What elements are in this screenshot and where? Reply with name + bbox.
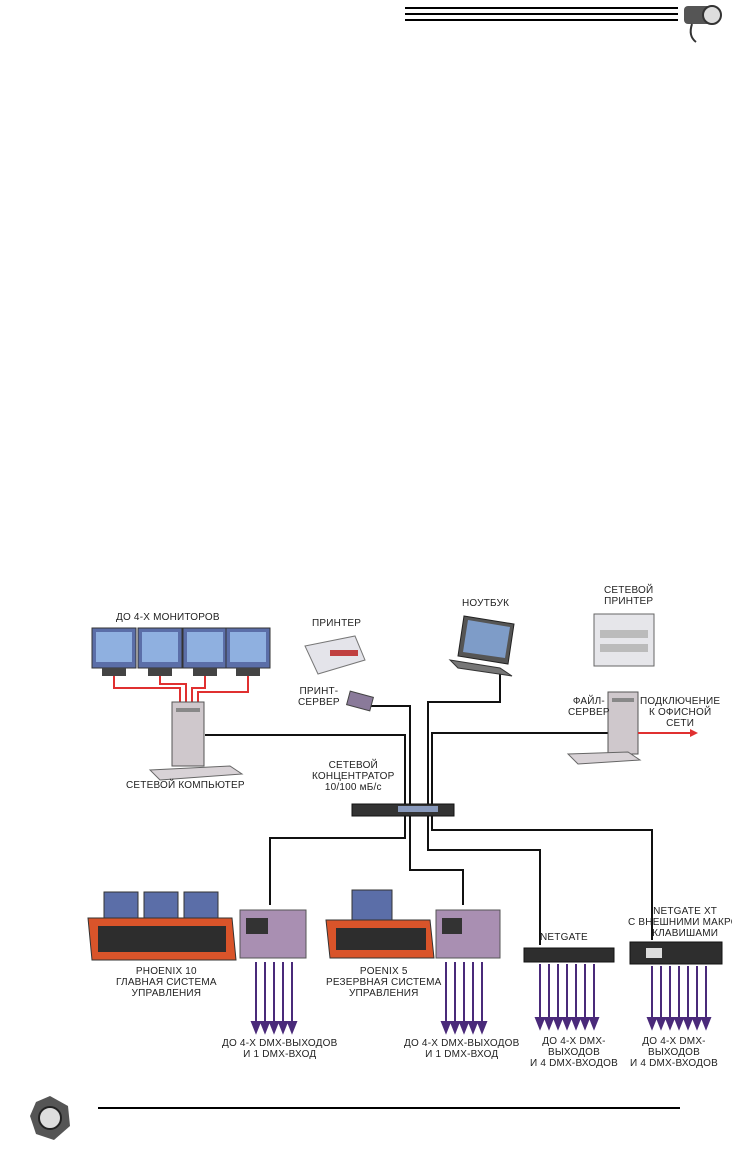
netgate-device (523, 947, 615, 963)
dmx-out-label-3: ДО 4-Х DMX- ВЫХОДОВ И 4 DMX-ВХОДОВ (530, 1036, 619, 1069)
phoenix10-label: PHOENIX 10 ГЛАВНАЯ СИСТЕМА УПРАВЛЕНИЯ (116, 966, 217, 999)
header-rule (405, 7, 678, 21)
netgate-xt-label: NETGATE XT С ВНЕШНИМИ МАКРО- КЛАВИШАМИ (628, 906, 732, 939)
rack-unit-2 (435, 909, 501, 959)
print-server-label: ПРИНТ- СЕРВЕР (298, 686, 340, 708)
laptop-label: НОУТБУК (462, 598, 510, 609)
network-computer (148, 701, 244, 781)
network-printer-label: СЕТЕВОЙ ПРИНТЕР (604, 585, 654, 607)
file-server (566, 691, 642, 765)
file-server-label: ФАЙЛ- СЕРВЕР (568, 696, 610, 718)
print-server (345, 690, 375, 712)
network-printer (593, 613, 655, 667)
netgate-xt-device (629, 941, 723, 965)
monitor-cables (113, 676, 249, 705)
printer-label: ПРИНТЕР (312, 618, 362, 629)
monitor-group (91, 627, 271, 676)
spotlight-footer-icon (30, 1096, 70, 1140)
network-hub (351, 803, 455, 817)
office-network-arrow (638, 729, 698, 737)
hub-label: СЕТЕВОЙ КОНЦЕНТРАТОР 10/100 мБ/с (312, 760, 395, 793)
dmx-out-label-4: ДО 4-Х DMX- ВЫХОДОВ И 4 DMX-ВХОДОВ (630, 1036, 719, 1069)
office-network-label: ПОДКЛЮЧЕНИЕ К ОФИСНОЙ СЕТИ (640, 696, 721, 729)
network-cables (205, 672, 653, 945)
dmx-arrows (250, 962, 712, 1035)
phoenix5-label: POENIX 5 РЕЗЕРВНАЯ СИСТЕМА УПРАВЛЕНИЯ (326, 966, 442, 999)
network-computer-label: СЕТЕВОЙ КОМПЬЮТЕР (126, 780, 245, 791)
netgate-label: NETGATE (540, 932, 588, 943)
phoenix5-console (325, 889, 435, 959)
phoenix10-console (87, 891, 237, 961)
dmx-out-label-1: ДО 4-Х DMX-ВЫХОДОВ И 1 DMX-ВХОД (222, 1038, 338, 1060)
dmx-out-label-2: ДО 4-Х DMX-ВЫХОДОВ И 1 DMX-ВХОД (404, 1038, 520, 1060)
laptop (448, 615, 515, 677)
spotlight-icon (684, 5, 722, 43)
rack-unit-1 (239, 909, 307, 959)
printer (304, 635, 366, 675)
monitors-label: ДО 4-Х МОНИТОРОВ (116, 612, 220, 623)
